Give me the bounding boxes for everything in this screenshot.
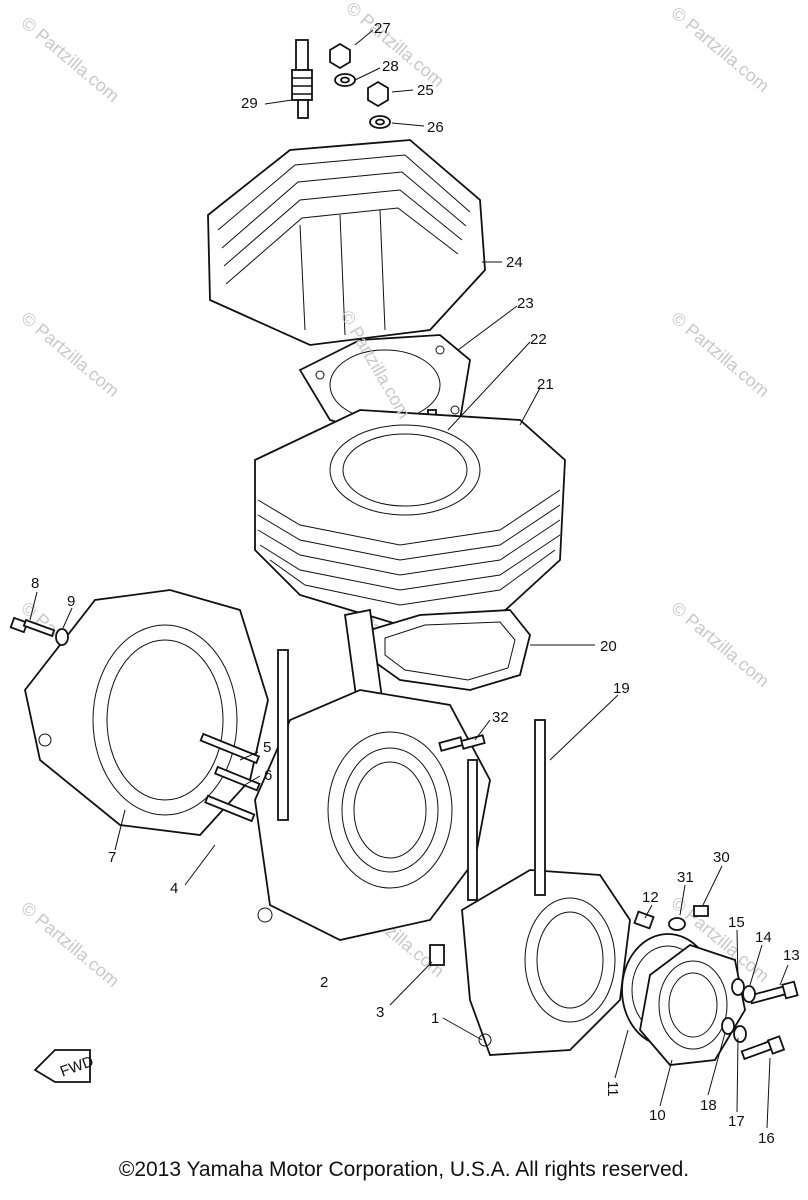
studs-4-5-6 — [199, 732, 261, 823]
bolt-16 — [740, 1035, 786, 1061]
washers-17-18 — [721, 1017, 747, 1043]
callout-2: 2 — [320, 974, 328, 991]
base-gasket — [369, 609, 531, 691]
callout-4: 4 — [170, 880, 178, 897]
bolt-13 — [748, 980, 799, 1005]
copyright-notice: ©2013 Yamaha Motor Corporation, U.S.A. A… — [118, 1158, 690, 1181]
callout-28: 28 — [382, 58, 399, 75]
callout-14: 14 — [755, 929, 772, 946]
dowel-pin-12 — [633, 910, 655, 930]
callout-20: 20 — [600, 638, 617, 655]
watermark: © Partzilla.com — [667, 308, 773, 401]
callout-21: 21 — [537, 376, 554, 393]
callout-15: 15 — [728, 914, 745, 931]
watermark: © Partzilla.com — [667, 3, 773, 96]
gear-cover — [24, 589, 269, 836]
leader-lines — [29, 29, 789, 1129]
callout-11: 11 — [604, 1081, 621, 1097]
bearing-cover — [639, 943, 746, 1066]
watermark: © Partzilla.com — [17, 898, 123, 991]
callout-16: 16 — [758, 1130, 775, 1147]
bolt-8 — [9, 616, 56, 638]
callout-22: 22 — [530, 331, 547, 348]
callout-23: 23 — [517, 295, 534, 312]
dowel-pin-3 — [429, 944, 445, 966]
callout-9: 9 — [67, 593, 75, 610]
callout-27: 27 — [374, 20, 391, 37]
dowel-pins-32 — [438, 734, 486, 752]
watermark: © Partzilla.com — [667, 598, 773, 691]
watermark: © Partzilla.com — [17, 13, 123, 106]
fwd-arrow-badge: FWD — [33, 1049, 96, 1083]
callout-26: 26 — [427, 119, 444, 136]
callout-13: 13 — [783, 947, 800, 964]
watermark: © Partzilla.com — [17, 308, 123, 401]
callout-8: 8 — [31, 575, 39, 592]
cylinder-head — [207, 139, 486, 346]
callout-numbers: 1 2 3 4 5 6 7 8 9 10 11 12 13 14 15 16 1… — [31, 20, 800, 1147]
cylinder — [254, 409, 566, 626]
washers-14-15 — [731, 978, 756, 1003]
callout-12: 12 — [642, 889, 659, 906]
nuts-and-washers — [329, 42, 391, 129]
callout-10: 10 — [649, 1107, 666, 1124]
callout-31: 31 — [677, 869, 694, 886]
washer-31 — [668, 917, 686, 931]
callout-24: 24 — [506, 254, 523, 271]
callout-30: 30 — [713, 849, 730, 866]
callout-5: 5 — [263, 739, 271, 756]
callout-29: 29 — [241, 95, 258, 112]
callout-19: 19 — [613, 680, 630, 697]
bolt-30 — [693, 905, 709, 917]
callout-7: 7 — [108, 849, 116, 866]
callout-1: 1 — [431, 1010, 439, 1027]
callout-3: 3 — [376, 1004, 384, 1021]
callout-18: 18 — [700, 1097, 717, 1114]
washer-9 — [55, 628, 69, 646]
spark-plug — [291, 39, 313, 119]
watermark: © Partzilla.com — [342, 0, 448, 91]
callout-25: 25 — [417, 82, 434, 99]
callout-32: 32 — [492, 709, 509, 726]
crankcase-left — [254, 649, 491, 941]
callout-17: 17 — [728, 1113, 745, 1130]
callout-6: 6 — [264, 767, 272, 784]
crankcase-right — [461, 719, 631, 1056]
